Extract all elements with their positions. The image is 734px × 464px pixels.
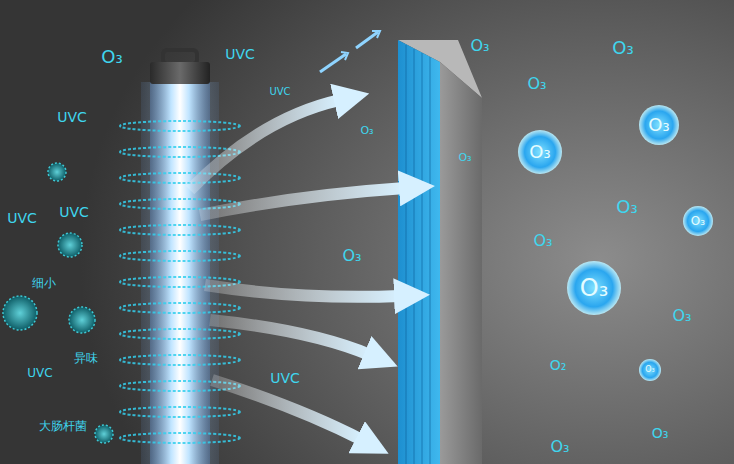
floating-label: O₃ bbox=[550, 439, 569, 455]
floating-label: UVC bbox=[225, 47, 255, 61]
floating-label: O₃ bbox=[101, 48, 122, 66]
ozone-bubble-label: O₃ bbox=[648, 116, 669, 134]
uv-lamp bbox=[141, 50, 219, 464]
ozone-bubble-label: O₃ bbox=[580, 276, 609, 300]
floating-label: O₃ bbox=[527, 76, 546, 92]
ozone-bubble-label: O₃ bbox=[529, 143, 550, 161]
floating-label: O₃ bbox=[342, 248, 361, 264]
bacteria bbox=[3, 163, 113, 443]
floating-label: UVC bbox=[269, 87, 290, 97]
ozone-bubbles bbox=[518, 105, 713, 381]
floating-label: O₃ bbox=[616, 198, 637, 216]
floating-label: UVC bbox=[59, 205, 89, 219]
floating-label: O₂ bbox=[550, 358, 567, 372]
floating-label: 异味 bbox=[74, 352, 98, 364]
ozone-bubble-label: O₃ bbox=[691, 215, 705, 227]
floating-label: O₃ bbox=[672, 308, 691, 324]
floating-label: UVC bbox=[27, 367, 52, 379]
floating-label: UVC bbox=[7, 211, 37, 225]
filter bbox=[398, 40, 482, 464]
floating-label: O₃ bbox=[652, 426, 669, 440]
floating-label: O₃ bbox=[458, 152, 471, 163]
floating-label: UVC bbox=[57, 110, 87, 124]
ozone-bubble-label: O₃ bbox=[645, 366, 655, 374]
floating-label: UVC bbox=[270, 371, 300, 385]
floating-label: O₃ bbox=[360, 125, 373, 136]
floating-label: O₃ bbox=[470, 38, 489, 54]
floating-label: O₃ bbox=[612, 39, 633, 57]
small-arrows bbox=[320, 31, 380, 72]
floating-label: O₃ bbox=[533, 233, 552, 249]
floating-label: 大肠杆菌 bbox=[39, 420, 87, 432]
airflow-arrows bbox=[190, 100, 405, 440]
floating-label: 细小 bbox=[32, 277, 56, 289]
